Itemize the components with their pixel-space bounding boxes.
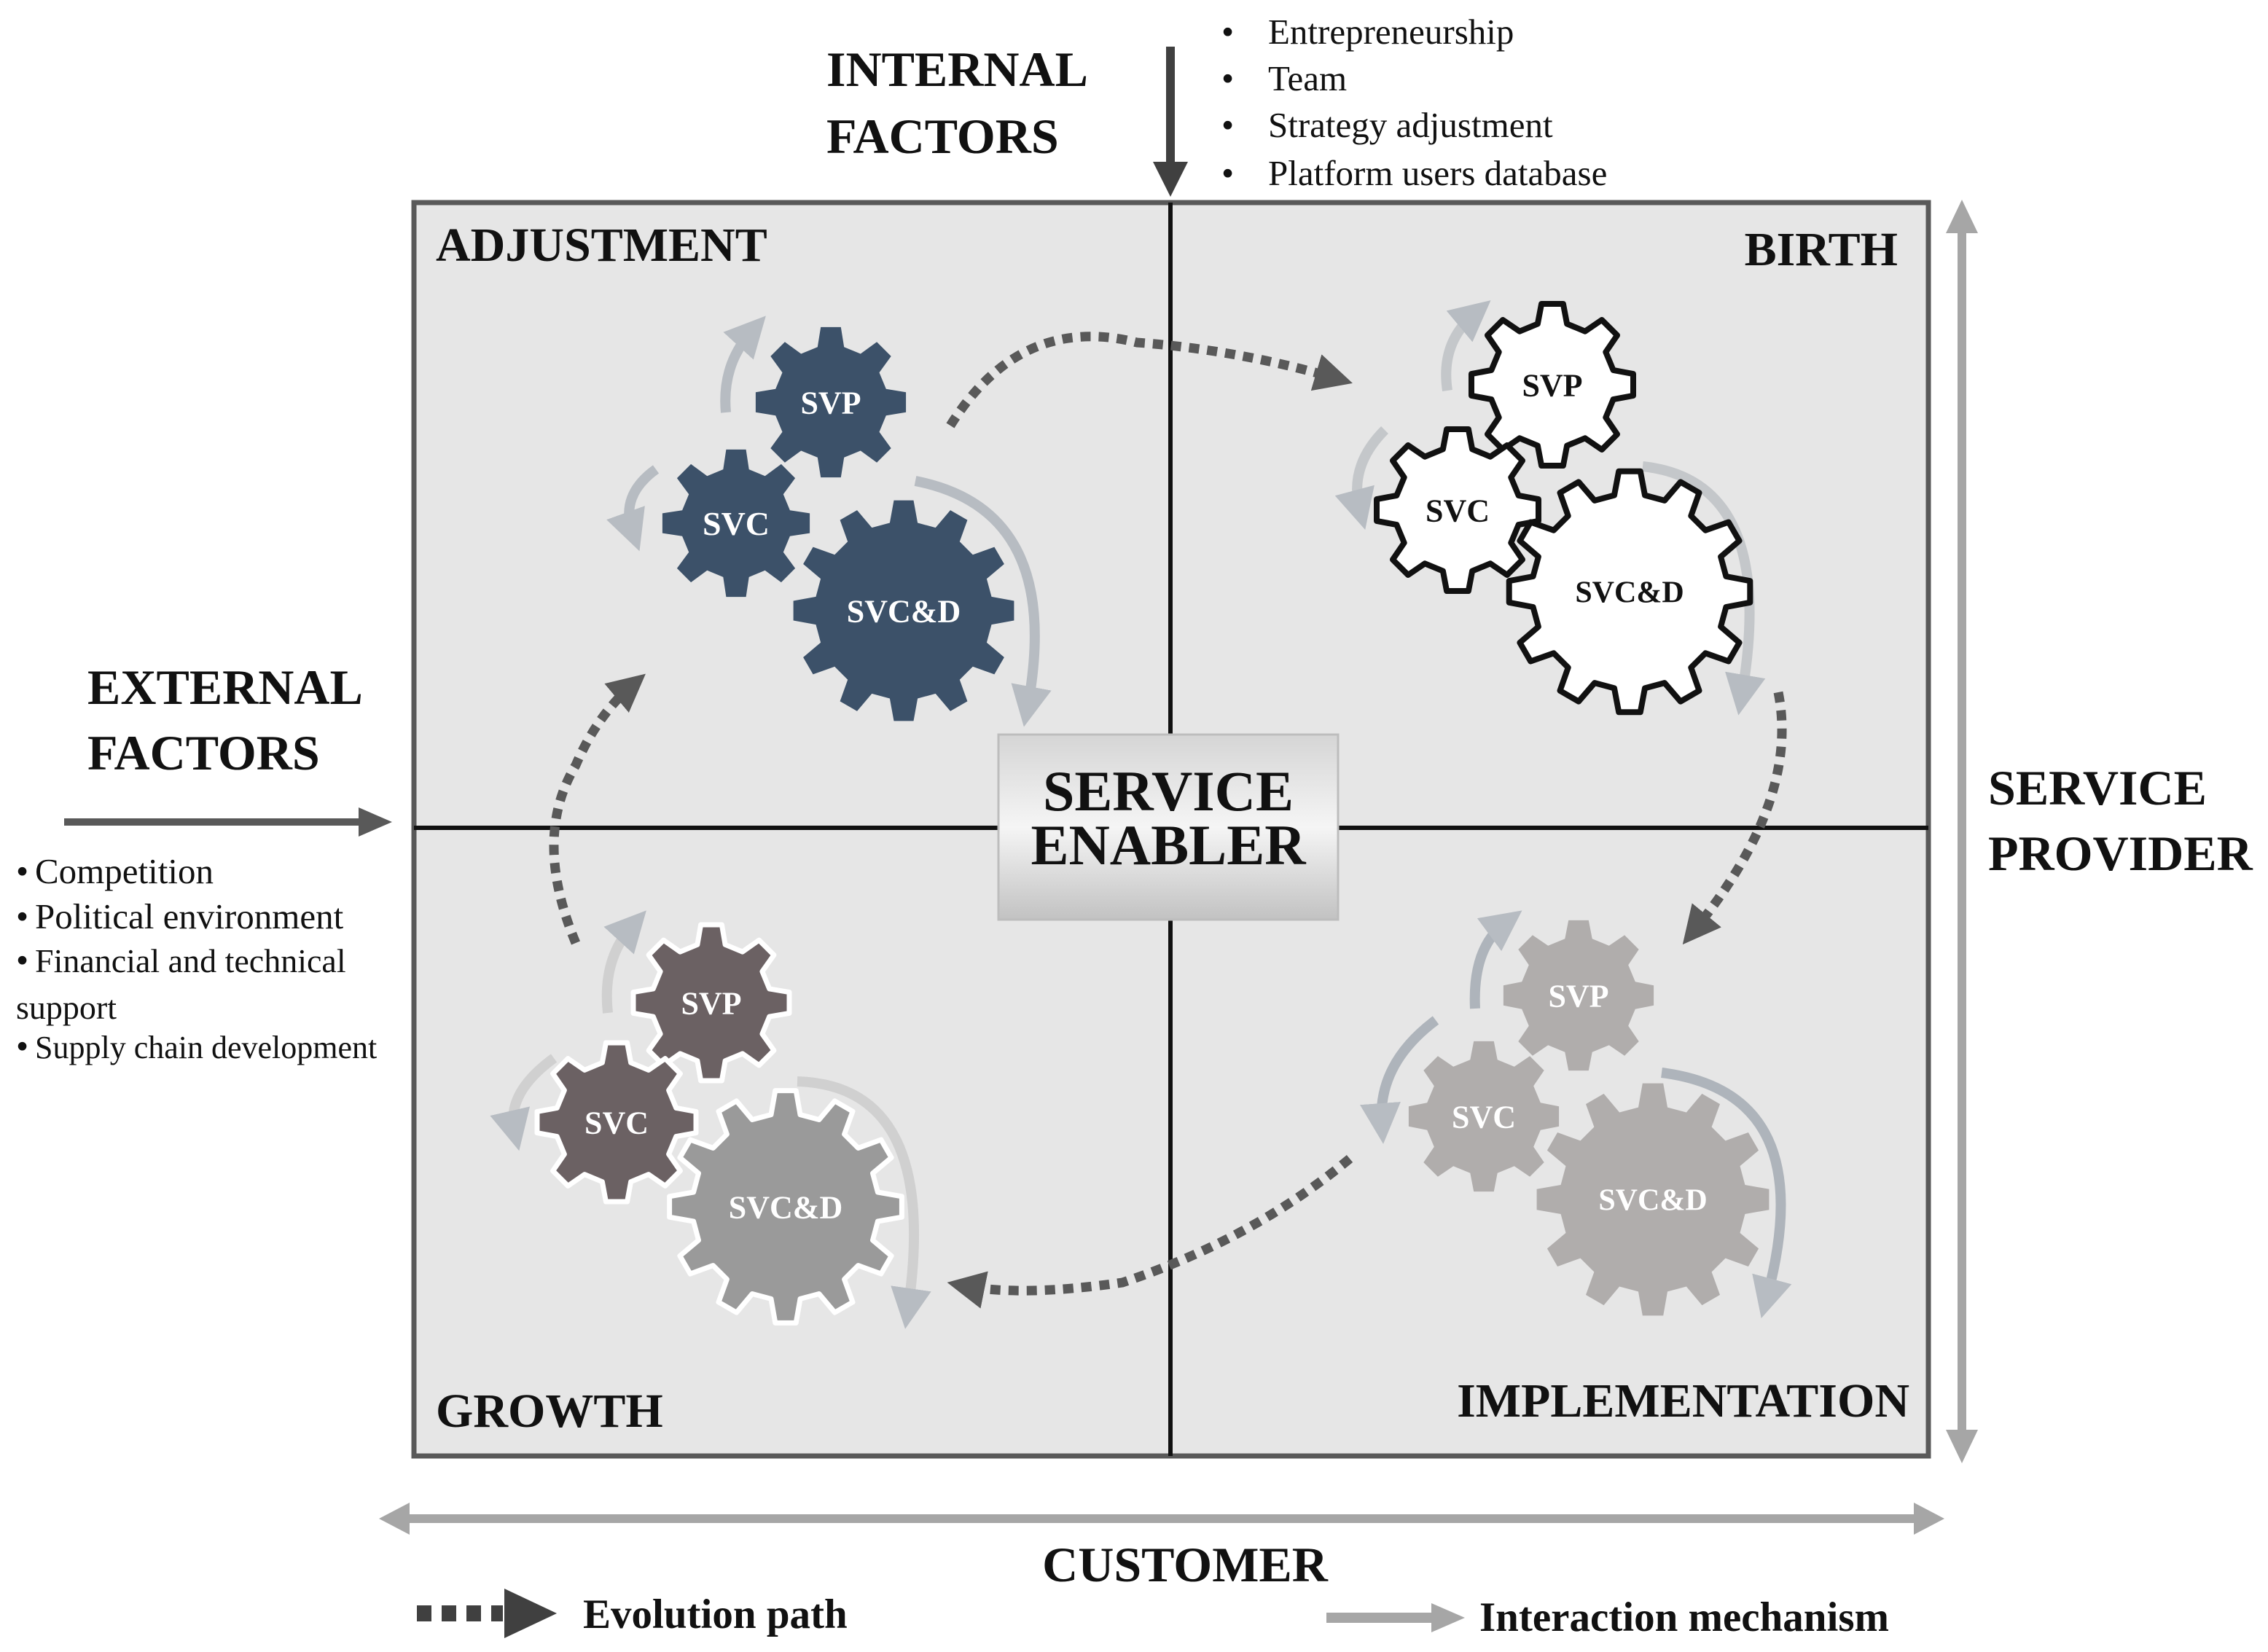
service-provider-axis-bottom-head — [1946, 1430, 1978, 1463]
gear-group-growth: SVP SVC SVC&D — [490, 910, 931, 1329]
customer-axis-left-head — [379, 1503, 410, 1535]
gear-groups: SVPSVCSVC&DSVPSVCSVC&DSVPSVCSVC&DSVPSVCS… — [490, 300, 1792, 1329]
gear-label-svcd: SVC&D — [729, 1189, 842, 1225]
internal-factor-item: Entrepreneurship — [1268, 12, 1514, 52]
external-bullet-dot: • — [16, 940, 28, 980]
service-enabler-box — [997, 733, 1340, 921]
external-factors-title-line1: EXTERNAL — [87, 659, 363, 715]
external-factors-title-line2: FACTORS — [87, 725, 320, 780]
external-factor-item: Competition — [35, 851, 214, 891]
gear-label-svcd: SVC&D — [1598, 1184, 1707, 1218]
gear-svcd-icon — [1536, 1083, 1770, 1316]
legend-interaction-arrowhead — [1431, 1603, 1465, 1632]
gear-label-svc: SVC — [703, 505, 770, 542]
service-enabler-line2: ENABLER — [1031, 813, 1307, 877]
gear-svc-icon — [1408, 1041, 1560, 1192]
gear-svcd-icon — [667, 1088, 904, 1326]
gear-label-svc: SVC — [1426, 493, 1490, 528]
evolution-path-implementation-to-growth — [947, 1155, 1353, 1309]
interaction-arrow — [1441, 300, 1491, 392]
gear-label-svp: SVP — [1548, 978, 1608, 1014]
customer-axis-right-head — [1914, 1503, 1944, 1535]
evolution-path-growth-to-adjustment — [549, 673, 646, 945]
gear-label-svcd: SVC&D — [847, 593, 961, 629]
interaction-arrow — [601, 910, 646, 1014]
internal-bullet-dot: • — [1221, 153, 1234, 193]
gear-label-svcd: SVC&D — [1575, 576, 1684, 610]
gear-svcd-icon — [793, 500, 1014, 721]
gear-svc-icon — [534, 1040, 699, 1205]
gear-label-svp: SVP — [800, 385, 861, 420]
evolution-path-birth-to-implementation — [1682, 691, 1787, 945]
gear-svp-icon — [755, 326, 907, 478]
interaction-arrow — [1661, 1068, 1792, 1319]
internal-factor-item: Team — [1268, 58, 1347, 98]
external-bullet-dot: • — [16, 896, 28, 936]
internal-bullet-dot: • — [1221, 58, 1234, 98]
legend-evolution-label: Evolution path — [583, 1592, 848, 1637]
internal-factor-item: Platform users database — [1268, 153, 1607, 193]
service-enabler-line1: SERVICE — [1043, 759, 1294, 823]
gear-svp-icon — [1503, 920, 1654, 1071]
internal-factor-item: Strategy adjustment — [1268, 105, 1553, 145]
interaction-arrow — [1469, 910, 1522, 1009]
gear-svc-icon — [662, 449, 810, 598]
external-factor-item: Political environment — [35, 896, 344, 936]
service-provider-label-line2: PROVIDER — [1988, 826, 2253, 881]
internal-factors-arrowhead — [1153, 162, 1188, 197]
gear-svp-icon — [1469, 301, 1636, 469]
gear-label-svp: SVP — [1522, 367, 1582, 403]
external-bullet-dot: • — [16, 1026, 28, 1066]
service-provider-label-line1: SERVICE — [1988, 760, 2207, 815]
interaction-arrow — [1334, 426, 1389, 531]
quadrant-label-adjustment: ADJUSTMENT — [436, 219, 767, 272]
external-factor-item: Supply chain development — [35, 1030, 377, 1065]
service-provider-axis-top-head — [1946, 200, 1978, 233]
gear-group-adjustment: SVP SVC SVC&D — [606, 316, 1052, 727]
external-factor-item: Financial and technical — [35, 942, 346, 979]
evolution-path-adjustment-to-birth — [946, 332, 1353, 428]
internal-bullet-dot: • — [1221, 12, 1234, 52]
gear-label-svc: SVC — [1452, 1099, 1516, 1135]
external-factor-item-continued: support — [16, 989, 117, 1026]
interaction-arrow — [914, 476, 1052, 727]
gear-label-svp: SVP — [681, 985, 741, 1021]
external-factors-arrowhead — [359, 807, 392, 837]
interaction-arrow — [606, 465, 660, 552]
external-factors-list: • Competition • Political environment • … — [16, 851, 377, 1066]
quadrant-label-implementation: IMPLEMENTATION — [1457, 1374, 1909, 1428]
quadrant-label-growth: GROWTH — [436, 1385, 663, 1438]
interaction-arrow — [720, 316, 766, 413]
gear-group-implementation: SVP SVC SVC&D — [1360, 910, 1792, 1319]
internal-factors-list: • Entrepreneurship • Team • Strategy adj… — [1221, 12, 1607, 193]
gear-svcd-icon — [1506, 468, 1753, 716]
interaction-arrow — [797, 1076, 931, 1329]
legend-evolution-arrowhead — [504, 1589, 557, 1638]
quadrant-label-birth: BIRTH — [1745, 223, 1898, 276]
legend: Evolution path Interaction mechanism — [417, 1589, 1889, 1640]
internal-factors-title-line2: FACTORS — [826, 109, 1059, 164]
internal-bullet-dot: • — [1221, 105, 1234, 145]
internal-factors-title-line1: INTERNAL — [826, 42, 1088, 97]
gear-svp-icon — [630, 922, 792, 1084]
interaction-arrow — [490, 1054, 558, 1151]
gear-svc-icon — [1374, 426, 1541, 594]
external-bullet-dot: • — [16, 851, 28, 891]
gear-label-svc: SVC — [584, 1105, 649, 1140]
interaction-arrow — [1360, 1016, 1439, 1144]
gear-group-birth: SVP SVC SVC&D — [1334, 300, 1766, 716]
customer-label: CUSTOMER — [1042, 1537, 1329, 1592]
legend-interaction-label: Interaction mechanism — [1479, 1594, 1889, 1640]
